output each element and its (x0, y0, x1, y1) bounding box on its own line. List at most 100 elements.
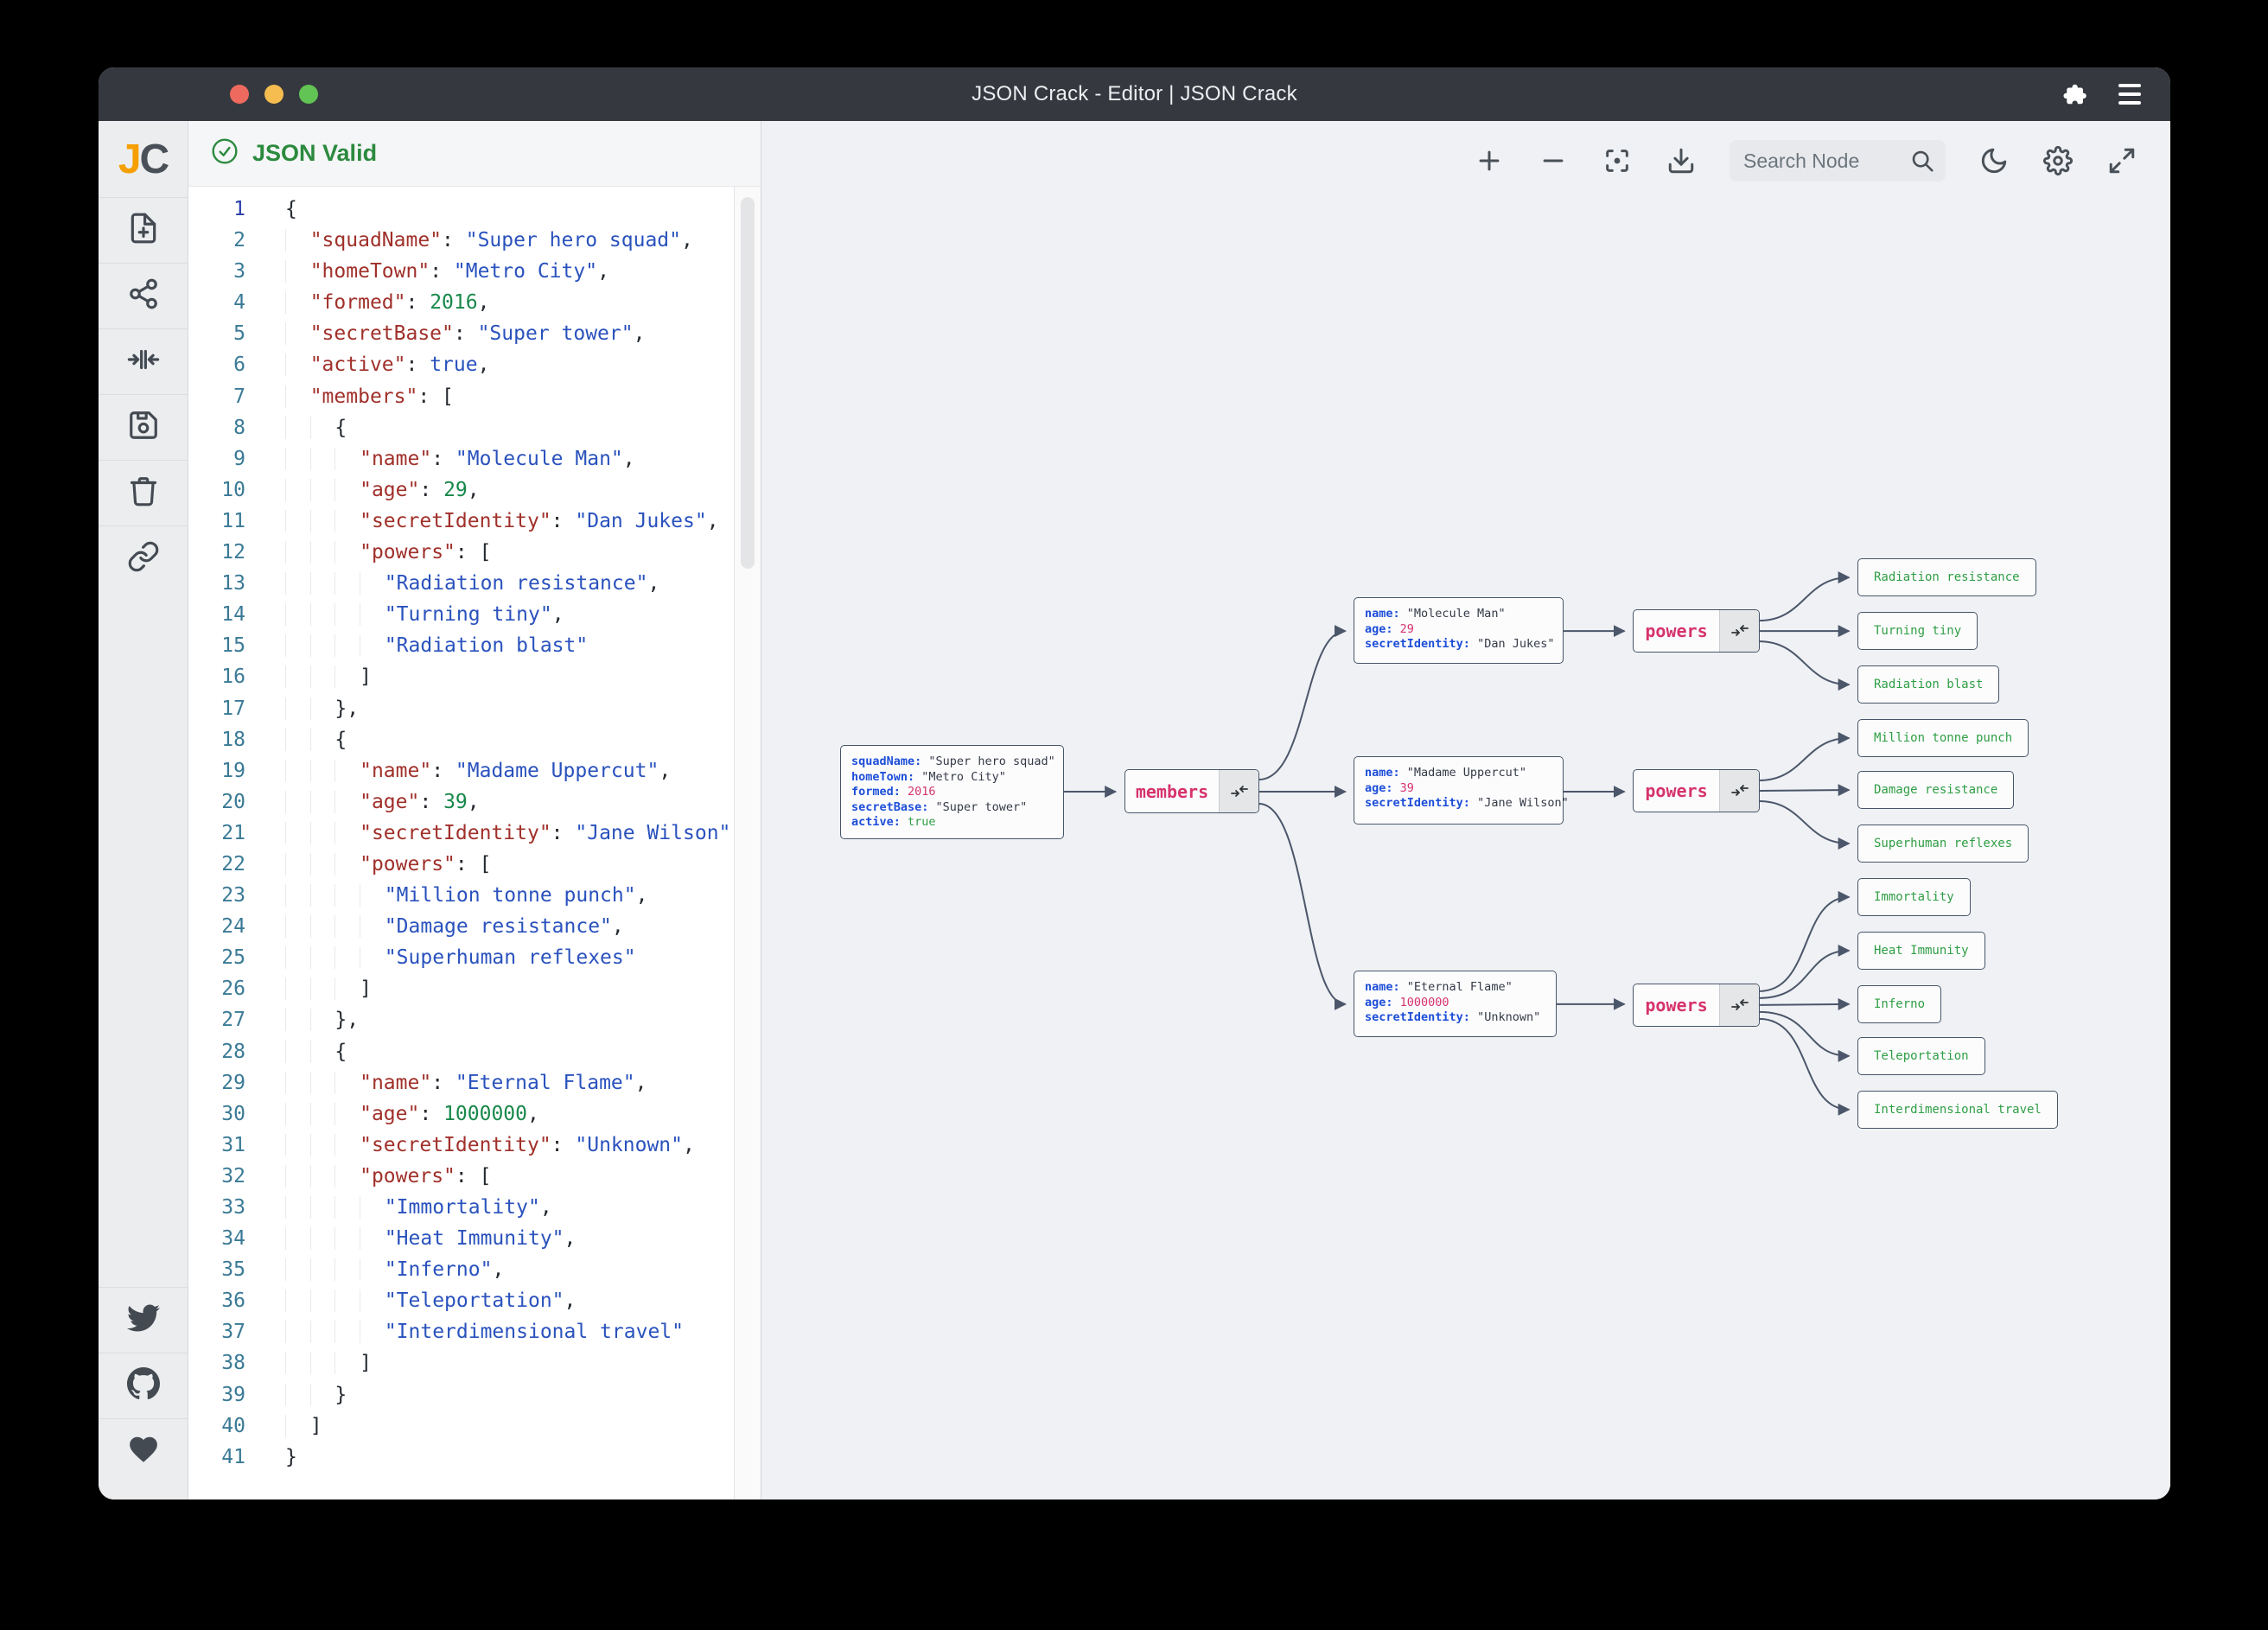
collapse-node-button[interactable] (1719, 770, 1759, 812)
delete-button[interactable] (99, 460, 188, 525)
editor-line[interactable]: 5 "secretBase": "Super tower", (188, 318, 761, 349)
code-token: : (419, 1102, 444, 1125)
editor-line[interactable]: 3 "homeTown": "Metro City", (188, 256, 761, 287)
editor-line[interactable]: 38 ] (188, 1347, 761, 1378)
members-node[interactable]: members (1124, 769, 1259, 813)
minimize-button[interactable] (264, 85, 284, 104)
leaf-node[interactable]: Radiation blast (1857, 665, 2000, 704)
twitter-button[interactable] (99, 1287, 188, 1353)
editor-line[interactable]: 8 { (188, 412, 761, 443)
json-editor[interactable]: 1{2 "squadName": "Super hero squad",3 "h… (188, 187, 761, 1499)
powers-node[interactable]: powers (1633, 769, 1760, 812)
leaf-node[interactable]: Teleportation (1857, 1037, 1985, 1075)
leaf-node[interactable]: Damage resistance (1857, 771, 2015, 809)
editor-line[interactable]: 15 "Radiation blast" (188, 630, 761, 661)
collapse-node-button[interactable] (1719, 984, 1759, 1026)
editor-line[interactable]: 26 ] (188, 973, 761, 1004)
line-number: 28 (221, 1040, 245, 1063)
editor-line[interactable]: 19 "name": "Madame Uppercut", (188, 755, 761, 786)
editor-line[interactable]: 2 "squadName": "Super hero squad", (188, 225, 761, 256)
editor-line[interactable]: 39 } (188, 1379, 761, 1410)
zoom-in-button[interactable] (1474, 145, 1505, 176)
fullscreen-button[interactable] (2106, 145, 2137, 176)
powers-node[interactable]: powers (1633, 609, 1760, 653)
leaf-node[interactable]: Inferno (1857, 985, 1942, 1023)
line-number: 37 (221, 1321, 245, 1344)
editor-line[interactable]: 23 "Million tonne punch", (188, 880, 761, 911)
member-object-node[interactable]: name: "Molecule Man" age: 29 secretIdent… (1354, 597, 1564, 664)
editor-line[interactable]: 12 "powers": [ (188, 537, 761, 568)
scrollbar-thumb[interactable] (741, 197, 755, 569)
member-object-node[interactable]: name: "Madame Uppercut" age: 39 secretId… (1354, 756, 1569, 825)
editor-line[interactable]: 16 ] (188, 661, 761, 692)
editor-line[interactable]: 30 "age": 1000000, (188, 1098, 761, 1130)
code-token: , (492, 1258, 505, 1282)
root-object-node[interactable]: squadName: "Super hero squad" homeTown: … (840, 745, 1064, 839)
graph-canvas[interactable]: squadName: "Super hero squad" homeTown: … (761, 121, 2170, 1499)
collapse-width-button[interactable] (99, 328, 188, 394)
editor-line[interactable]: 10 "age": 29, (188, 474, 761, 506)
collapse-node-button[interactable] (1719, 610, 1759, 652)
editor-line[interactable]: 11 "secretIdentity": "Dan Jukes", (188, 506, 761, 537)
editor-line[interactable]: 35 "Inferno", (188, 1254, 761, 1285)
editor-line[interactable]: 37 "Interdimensional travel" (188, 1316, 761, 1347)
powers-node[interactable]: powers (1633, 984, 1760, 1027)
editor-line[interactable]: 20 "age": 39, (188, 786, 761, 818)
close-button[interactable] (230, 85, 249, 104)
collapse-node-button[interactable] (1219, 770, 1258, 812)
search-input[interactable] (1743, 149, 1909, 173)
editor-line[interactable]: 17 }, (188, 693, 761, 724)
graph-view-button[interactable] (99, 263, 188, 328)
leaf-node[interactable]: Turning tiny (1857, 612, 1978, 650)
editor-line[interactable]: 27 }, (188, 1004, 761, 1035)
dark-mode-button[interactable] (1978, 145, 2010, 176)
zoom-out-button[interactable] (1538, 145, 1569, 176)
editor-line[interactable]: 40 ] (188, 1410, 761, 1442)
editor-line[interactable]: 25 "Superhuman reflexes" (188, 942, 761, 973)
leaf-node[interactable]: Radiation resistance (1857, 558, 2036, 596)
editor-line[interactable]: 33 "Immortality", (188, 1192, 761, 1223)
editor-line[interactable]: 34 "Heat Immunity", (188, 1223, 761, 1254)
editor-line[interactable]: 7 "members": [ (188, 381, 761, 412)
editor-line[interactable]: 9 "name": "Molecule Man", (188, 443, 761, 474)
menu-icon[interactable] (2118, 84, 2141, 105)
leaf-node[interactable]: Interdimensional travel (1857, 1091, 2058, 1129)
leaf-node[interactable]: Million tonne punch (1857, 719, 2029, 757)
editor-line[interactable]: 28 { (188, 1036, 761, 1067)
code-token: : [ (455, 852, 492, 875)
editor-line[interactable]: 21 "secretIdentity": "Jane Wilson", (188, 818, 761, 849)
member-object-node[interactable]: name: "Eternal Flame" age: 1000000 secre… (1354, 971, 1557, 1037)
sponsor-button[interactable] (99, 1418, 188, 1484)
focus-center-button[interactable] (1602, 145, 1633, 176)
github-button[interactable] (99, 1353, 188, 1418)
zoom-button[interactable] (299, 85, 318, 104)
leaf-node[interactable]: Superhuman reflexes (1857, 825, 2029, 863)
editor-line[interactable]: 36 "Teleportation", (188, 1285, 761, 1316)
leaf-node[interactable]: Immortality (1857, 878, 1971, 916)
share-link-button[interactable] (99, 525, 188, 591)
new-document-button[interactable] (99, 197, 188, 263)
editor-line[interactable]: 41} (188, 1442, 761, 1473)
editor-line[interactable]: 1{ (188, 194, 761, 225)
editor-line[interactable]: 24 "Damage resistance", (188, 911, 761, 942)
file-plus-icon (127, 212, 160, 249)
editor-line[interactable]: 13 "Radiation resistance", (188, 568, 761, 599)
save-button[interactable] (99, 394, 188, 460)
extensions-puzzle-icon[interactable] (2061, 81, 2087, 107)
editor-line[interactable]: 32 "powers": [ (188, 1161, 761, 1192)
editor-line[interactable]: 4 "formed": 2016, (188, 287, 761, 318)
code-token: "age" (360, 1102, 420, 1125)
editor-line[interactable]: 31 "secretIdentity": "Unknown", (188, 1130, 761, 1161)
settings-button[interactable] (2042, 145, 2074, 176)
editor-scrollbar[interactable] (734, 187, 761, 1499)
download-button[interactable] (1666, 145, 1697, 176)
leaf-node[interactable]: Heat Immunity (1857, 932, 1985, 970)
editor-line[interactable]: 6 "active": true, (188, 349, 761, 380)
logo-letter-j: J (118, 136, 142, 182)
editor-line[interactable]: 18 { (188, 724, 761, 755)
editor-line[interactable]: 14 "Turning tiny", (188, 599, 761, 630)
editor-line[interactable]: 29 "name": "Eternal Flame", (188, 1067, 761, 1098)
editor-line[interactable]: 22 "powers": [ (188, 849, 761, 880)
powers-label: powers (1645, 621, 1708, 641)
